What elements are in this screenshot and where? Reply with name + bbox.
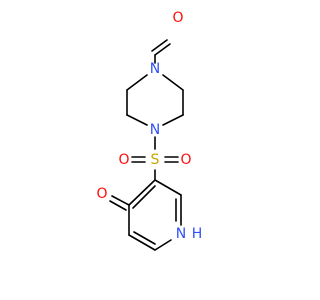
bond-c6-c5 [128,234,156,251]
bond-c4-o-1 [111,195,130,206]
bond-pip-4 [162,114,184,126]
bond-c3-c2 [154,179,182,196]
bond-pip-6 [162,74,184,91]
piperazine-ring [126,74,184,126]
atom-o-sulfonyl-left: O [118,152,129,168]
sulfonyl-group [131,156,179,180]
atom-n-pyridinone: N [176,226,186,242]
atom-n-piperazine-top: N [150,61,160,77]
pyridinone-ring [109,179,182,251]
bond-c4-o-2 [109,200,127,211]
atom-o-sulfonyl-right: O [180,152,191,168]
bond-pip-3 [126,114,148,126]
chemical-structure: O N N S O O O N H [96,10,203,251]
atom-o-pyridinone: O [96,186,107,202]
bond-c6-c5-inner [133,231,156,245]
bond-c-o-double-1 [154,43,171,56]
atom-o-aldehyde: O [172,10,183,26]
atom-s-sulfonyl: S [151,152,160,168]
atom-n-piperazine-bottom: N [150,122,160,138]
bond-n1-c6 [154,239,172,251]
bond-pip-1 [126,74,148,91]
bond-c4-c3 [128,179,156,206]
bond-c4-c3-inner [132,185,156,209]
formyl-group [151,39,171,64]
bond-c-o-double-2 [151,39,168,52]
atom-h-pyridinone: H [192,226,203,242]
